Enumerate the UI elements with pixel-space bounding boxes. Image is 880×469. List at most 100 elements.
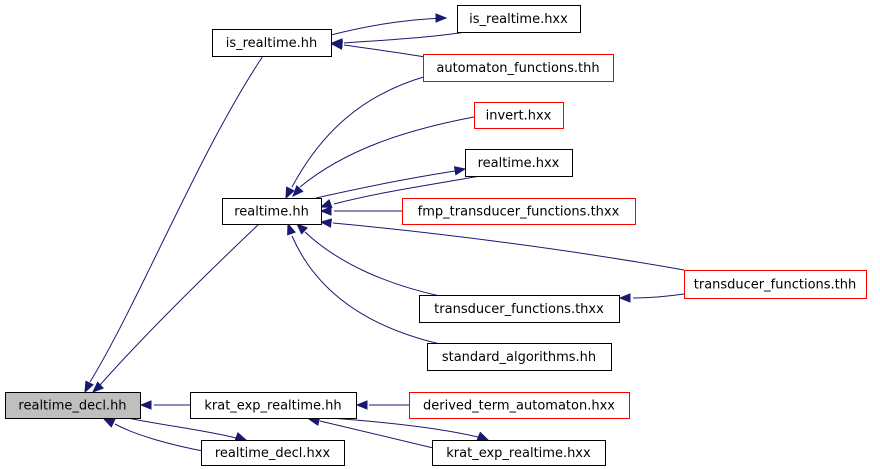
node-label: invert.hxx (486, 109, 552, 124)
node-fmp-transducer-functions-thxx[interactable]: fmp_transducer_functions.thxx (402, 198, 636, 225)
edge-line (333, 175, 481, 205)
node-standard-algorithms-hh[interactable]: standard_algorithms.hh (427, 343, 612, 371)
edge-arrowhead (292, 185, 304, 197)
edge-is-realtime-hh-to-is-realtime-hxx (330, 13, 448, 36)
edge-arrowhead (139, 400, 152, 410)
node-automaton-functions-thh[interactable]: automaton_functions.thh (423, 54, 614, 82)
edge-arrowhead (319, 206, 332, 216)
edge-arrowhead (435, 13, 448, 23)
node-box (457, 5, 581, 33)
edge-arrowhead (234, 432, 248, 441)
node-box (427, 343, 612, 371)
edge-arrowhead (319, 199, 333, 208)
node-realtime-decl-hh[interactable]: realtime_decl.hh (5, 392, 141, 419)
node-box (190, 392, 357, 419)
edge-realtime-decl-hh-to-realtime-decl-hxx (122, 416, 248, 441)
edge-realtime-hh-to-realtime-decl-hh (92, 223, 260, 393)
edge-line (291, 235, 441, 345)
node-transducer-functions-thh[interactable]: transducer_functions.thh (684, 270, 867, 299)
edge-automaton-functions-thh-to-is-realtime-hh (330, 40, 426, 58)
edge-arrowhead (102, 418, 116, 428)
node-box (222, 198, 322, 225)
node-box (409, 392, 630, 419)
node-box (423, 54, 614, 82)
node-is-realtime-hxx[interactable]: is_realtime.hxx (457, 5, 581, 33)
edge-arrowhead (296, 223, 308, 235)
edge-realtime-hh-to-realtime-hxx (315, 166, 467, 199)
node-box (212, 29, 332, 57)
edge-transducer-functions-thh-to-transducer-functions-thxx (618, 293, 685, 303)
node-box (201, 440, 345, 466)
edge-arrowhead (618, 293, 631, 303)
node-label: automaton_functions.thh (436, 61, 599, 76)
edge-transducer-functions-thxx-to-realtime-hh (296, 223, 441, 297)
node-label: is_realtime.hh (226, 36, 318, 51)
node-box (684, 270, 867, 299)
graph-nodes: is_realtime.hh is_realtime.hxx automaton… (5, 5, 867, 466)
edge-arrowhead (84, 380, 94, 394)
node-box (465, 149, 573, 177)
edge-krat-exp-realtime-hh-to-krat-exp-realtime-hxx (329, 417, 490, 441)
node-label: transducer_functions.thxx (434, 302, 604, 317)
node-label: realtime.hh (234, 205, 309, 220)
edge-line (114, 423, 209, 453)
edge-invert-hxx-to-realtime-hh (292, 116, 475, 197)
node-label: is_realtime.hxx (469, 12, 568, 27)
node-box (5, 392, 141, 419)
node-transducer-functions-thxx[interactable]: transducer_functions.thxx (419, 295, 620, 323)
edge-derived-term-automaton-hxx-to-krat-exp-realtime-hh (355, 400, 409, 410)
node-label: standard_algorithms.hh (442, 350, 596, 365)
edge-line (315, 170, 456, 199)
node-krat-exp-realtime-hxx[interactable]: krat_exp_realtime.hxx (432, 440, 606, 466)
edge-line (291, 75, 428, 188)
edge-automaton-functions-thh-to-realtime-hh (285, 75, 428, 200)
edge-line (122, 416, 237, 439)
edge-fmp-transducer-functions-thxx-to-realtime-hh (319, 206, 403, 216)
edge-line (299, 116, 475, 188)
edge-line (99, 223, 260, 386)
edge-arrowhead (285, 186, 295, 200)
edge-arrowhead (453, 166, 467, 176)
edge-line (332, 222, 685, 271)
node-label: krat_exp_realtime.hh (204, 399, 341, 414)
node-label: transducer_functions.thh (694, 278, 857, 293)
edge-is-realtime-hxx-to-is-realtime-hh (330, 30, 473, 48)
node-invert-hxx[interactable]: invert.hxx (474, 102, 564, 129)
node-label: derived_term_automaton.hxx (423, 399, 615, 414)
edge-realtime-hxx-to-realtime-hh (319, 175, 481, 208)
edge-arrowhead (476, 431, 490, 441)
node-label: realtime_decl.hh (18, 399, 126, 414)
node-krat-exp-realtime-hh[interactable]: krat_exp_realtime.hh (190, 392, 357, 419)
node-realtime-hxx[interactable]: realtime.hxx (465, 149, 573, 177)
edge-standard-algorithms-hh-to-realtime-hh (287, 222, 441, 345)
edge-line (329, 417, 479, 438)
node-box (432, 440, 606, 466)
node-box (474, 102, 564, 129)
edge-realtime-decl-hxx-to-realtime-decl-hh (102, 418, 209, 453)
node-label: fmp_transducer_functions.thxx (418, 205, 620, 220)
edge-arrowhead (92, 381, 104, 393)
edge-arrowhead (355, 400, 368, 410)
node-label: realtime_decl.hxx (215, 446, 331, 461)
node-is-realtime-hh[interactable]: is_realtime.hh (212, 29, 332, 57)
edge-line (632, 293, 685, 299)
node-box (402, 198, 636, 225)
edge-line (304, 231, 441, 297)
node-realtime-hh[interactable]: realtime.hh (222, 198, 322, 225)
edge-is-realtime-hh-to-realtime-decl-hh (84, 55, 264, 394)
edge-line (343, 44, 426, 58)
node-realtime-decl-hxx[interactable]: realtime_decl.hxx (201, 440, 345, 466)
node-box (419, 295, 620, 323)
edge-arrowhead (287, 222, 296, 236)
node-label: realtime.hxx (478, 156, 560, 171)
edge-transducer-functions-thh-to-realtime-hh (319, 218, 685, 271)
edge-arrowhead (319, 218, 332, 228)
node-label: krat_exp_realtime.hxx (446, 446, 591, 461)
node-derived-term-automaton-hxx[interactable]: derived_term_automaton.hxx (409, 392, 630, 419)
graph-edges (84, 13, 685, 453)
edge-line (89, 55, 264, 383)
edge-arrowhead (330, 40, 343, 50)
edge-line (343, 30, 473, 44)
edge-line (330, 17, 447, 36)
